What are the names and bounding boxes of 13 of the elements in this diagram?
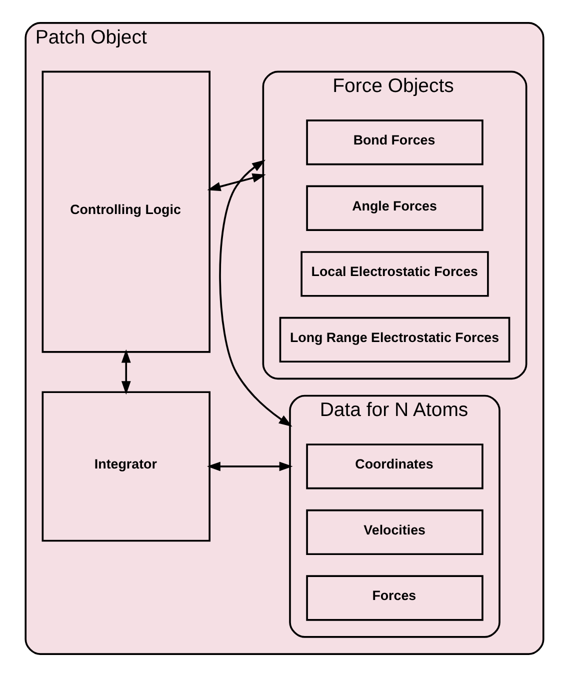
- node-box: Coordinates: [306, 444, 484, 490]
- node-box: Bond Forces: [306, 120, 484, 166]
- arrow: [121, 349, 131, 395]
- node-box: Angle Forces: [306, 185, 484, 231]
- node-box: Velocities: [306, 509, 484, 556]
- node-box: Integrator: [42, 391, 210, 542]
- node-box: Long Range Electrostatic Forces: [279, 316, 510, 363]
- arrow: [207, 173, 266, 192]
- arrow: [219, 160, 292, 427]
- node-box: Local Electrostatic Forces: [300, 251, 489, 297]
- arrow: [206, 462, 293, 472]
- node-box: Controlling Logic: [42, 70, 210, 353]
- node-box: Forces: [306, 575, 484, 621]
